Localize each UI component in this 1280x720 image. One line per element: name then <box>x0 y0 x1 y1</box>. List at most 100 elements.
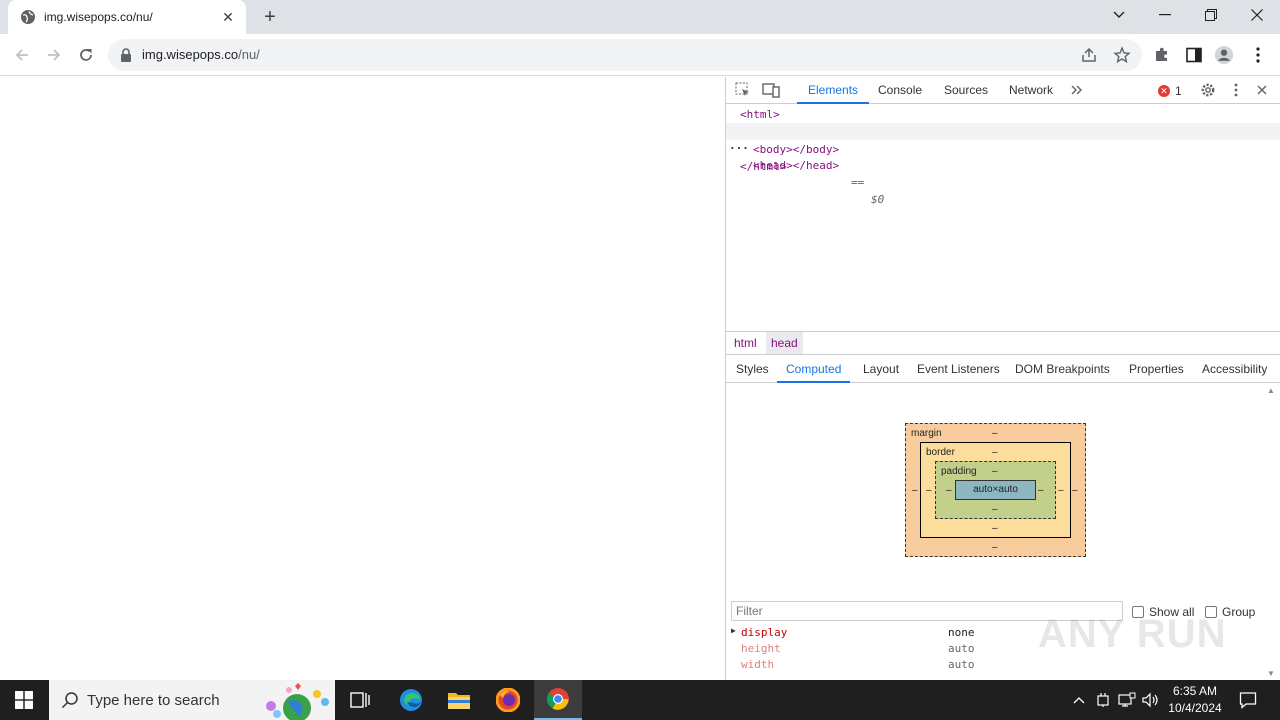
more-tabs-button[interactable] <box>1067 81 1087 99</box>
padding-bottom-value[interactable]: – <box>992 504 998 515</box>
volume-button[interactable] <box>1140 680 1162 720</box>
extensions-button[interactable] <box>1152 45 1172 65</box>
dom-node-body[interactable]: <body></body> <box>726 141 1280 158</box>
scrollbar[interactable]: ▲ ▼ <box>1263 384 1278 680</box>
tab-network[interactable]: Network <box>1009 83 1054 97</box>
browser-tab[interactable]: img.wisepops.co/nu/ ✕ <box>8 0 246 34</box>
box-model-content[interactable]: auto×auto <box>955 480 1036 500</box>
tray-device-button[interactable] <box>1093 680 1113 720</box>
margin-right-value[interactable]: – <box>1072 485 1078 496</box>
error-counter[interactable]: ✕ 1 <box>1158 84 1182 98</box>
tab-computed[interactable]: Computed <box>777 356 851 383</box>
share-icon[interactable] <box>1080 46 1098 64</box>
tab-sources[interactable]: Sources <box>944 83 989 97</box>
taskbar-search-box[interactable]: Type here to search <box>49 680 335 720</box>
devtools-settings-button[interactable] <box>1198 81 1218 99</box>
lock-icon[interactable] <box>120 48 132 62</box>
reload-icon <box>80 49 92 61</box>
border-left-value[interactable]: – <box>926 485 932 496</box>
margin-left-value[interactable]: – <box>912 485 918 496</box>
close-icon <box>1257 85 1267 95</box>
breadcrumb-html[interactable]: html <box>734 336 757 350</box>
padding-right-value[interactable]: – <box>1038 485 1044 496</box>
scroll-up-arrow-icon[interactable]: ▲ <box>1267 386 1275 395</box>
devtools-menu-button[interactable] <box>1226 81 1246 99</box>
tab-layout[interactable]: Layout <box>863 362 900 376</box>
task-view-button[interactable] <box>336 680 384 720</box>
inspect-element-button[interactable] <box>733 81 753 99</box>
windows-taskbar: Type here to search 6:35 AM 10/4/2024 <box>0 680 1280 720</box>
network-button[interactable] <box>1116 680 1138 720</box>
scroll-down-arrow-icon[interactable]: ▼ <box>1267 669 1275 678</box>
network-icon <box>1118 692 1136 707</box>
search-icon <box>61 692 78 709</box>
forward-button[interactable] <box>42 43 66 67</box>
margin-label: margin <box>911 428 942 439</box>
folder-icon <box>448 693 470 709</box>
chrome-menu-button[interactable] <box>1248 45 1268 65</box>
tab-event-listeners[interactable]: Event Listeners <box>917 362 1000 376</box>
bookmark-star-icon[interactable] <box>1113 46 1131 64</box>
breadcrumb: html head <box>726 331 1280 355</box>
profile-button[interactable] <box>1214 45 1234 65</box>
show-hidden-icons-button[interactable] <box>1068 680 1090 720</box>
computed-property-row[interactable]: ▶ display none <box>726 626 1266 642</box>
side-panel-button[interactable] <box>1184 45 1204 65</box>
group-checkbox[interactable]: Group <box>1205 605 1255 619</box>
tab-search-button[interactable] <box>1096 0 1142 30</box>
devtools-close-button[interactable] <box>1252 81 1272 99</box>
new-tab-button[interactable]: + <box>264 6 276 28</box>
tab-accessibility[interactable]: Accessibility <box>1202 362 1268 376</box>
computed-property-row[interactable]: height auto <box>726 642 1266 658</box>
tab-dom-breakpoints[interactable]: DOM Breakpoints <box>1015 362 1110 376</box>
taskbar-edge[interactable] <box>387 680 435 720</box>
restore-button[interactable] <box>1188 0 1234 30</box>
tab-console[interactable]: Console <box>878 83 923 97</box>
tab-properties[interactable]: Properties <box>1129 362 1184 376</box>
device-toolbar-button[interactable] <box>761 81 781 99</box>
taskbar-firefox[interactable] <box>484 680 532 720</box>
expand-triangle-icon[interactable]: ▶ <box>731 626 736 635</box>
padding-top-value[interactable]: – <box>992 466 998 477</box>
address-bar[interactable]: img.wisepops.co/nu/ <box>108 39 1142 71</box>
notification-center-button[interactable] <box>1234 680 1262 720</box>
page-viewport[interactable] <box>0 77 725 680</box>
reload-button[interactable] <box>74 43 98 67</box>
border-bottom-value[interactable]: – <box>992 523 998 534</box>
node-actions-icon[interactable]: ··· <box>729 142 749 155</box>
dom-tree[interactable]: <html> ··· <head></head> == $0 <body></b… <box>726 105 1280 331</box>
property-name: display <box>741 626 788 639</box>
dom-tag: <html> <box>740 108 780 121</box>
close-window-button[interactable] <box>1234 0 1280 30</box>
tab-elements[interactable]: Elements <box>797 77 870 104</box>
taskbar-chrome[interactable] <box>534 680 582 720</box>
padding-label: padding <box>941 466 977 477</box>
tab-styles[interactable]: Styles <box>736 362 769 376</box>
tab-close-icon[interactable]: ✕ <box>222 9 234 25</box>
close-icon <box>1251 9 1263 21</box>
breadcrumb-head[interactable]: head <box>766 332 803 354</box>
dom-node-head[interactable]: ··· <head></head> == $0 <box>726 123 1280 206</box>
dom-tag: <body></body> <box>753 143 840 156</box>
computed-filter-input[interactable] <box>731 601 1123 621</box>
margin-top-value[interactable]: – <box>992 428 998 439</box>
taskbar-clock[interactable]: 6:35 AM 10/4/2024 <box>1160 683 1230 717</box>
error-count: 1 <box>1175 84 1182 98</box>
dom-node-html-close[interactable]: </html> <box>726 158 1280 175</box>
border-top-value[interactable]: – <box>992 447 998 458</box>
back-button[interactable] <box>10 43 34 67</box>
side-panel-icon <box>1186 47 1202 63</box>
minimize-button[interactable] <box>1142 0 1188 30</box>
checkbox-box[interactable] <box>1205 606 1217 618</box>
margin-bottom-value[interactable]: – <box>992 542 998 553</box>
checkbox-box[interactable] <box>1132 606 1144 618</box>
chevron-double-right-icon <box>1071 85 1082 95</box>
padding-left-value[interactable]: – <box>946 485 952 496</box>
border-right-value[interactable]: – <box>1058 485 1064 496</box>
dom-node-html-open[interactable]: <html> <box>726 106 1280 123</box>
start-button[interactable] <box>0 680 48 720</box>
property-name: width <box>741 658 775 671</box>
computed-property-row[interactable]: width auto <box>726 658 1266 674</box>
show-all-checkbox[interactable]: Show all <box>1132 605 1194 619</box>
taskbar-file-explorer[interactable] <box>435 680 483 720</box>
